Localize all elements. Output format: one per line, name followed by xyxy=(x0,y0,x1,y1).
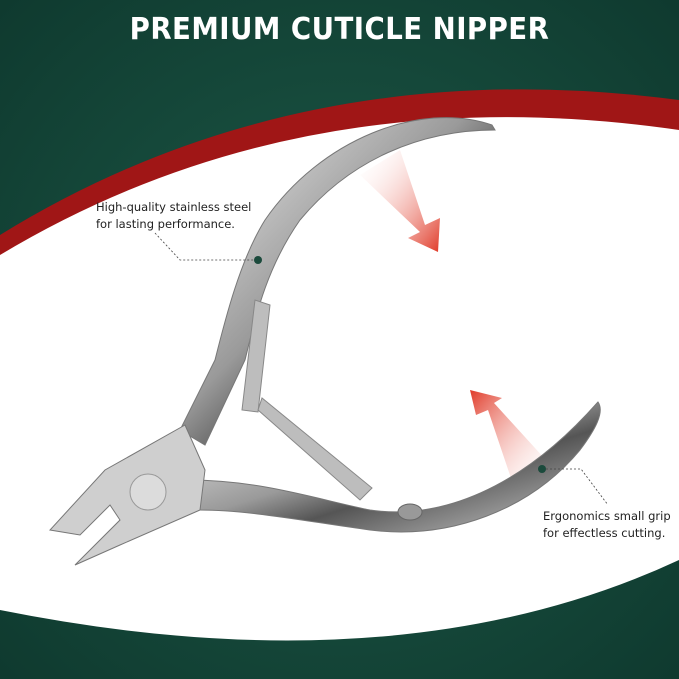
callout-steel: High-quality stainless steel for lasting… xyxy=(96,199,251,233)
callout-line-1 xyxy=(154,232,258,261)
arrow-down-icon xyxy=(360,150,440,252)
page-title: PREMIUM CUTICLE NIPPER xyxy=(129,12,550,47)
callout-dot-2 xyxy=(538,465,546,473)
stop-knob xyxy=(397,503,423,521)
pivot xyxy=(129,473,167,511)
red-rim xyxy=(0,89,679,260)
callout-steel-line1: High-quality stainless steel xyxy=(96,200,252,214)
callout-steel-line2: for lasting performance. xyxy=(96,217,235,231)
callout-grip: Ergonomics small grip for effectless cut… xyxy=(543,508,671,542)
lower-handle xyxy=(189,401,601,533)
jaws xyxy=(49,424,206,566)
callout-grip-line1: Ergonomics small grip xyxy=(543,509,671,523)
callout-grip-line2: for effectless cutting. xyxy=(543,526,666,540)
callout-line-2 xyxy=(542,468,609,506)
spring xyxy=(241,299,373,501)
callout-dot-1 xyxy=(254,256,262,264)
upper-handle xyxy=(179,117,496,446)
